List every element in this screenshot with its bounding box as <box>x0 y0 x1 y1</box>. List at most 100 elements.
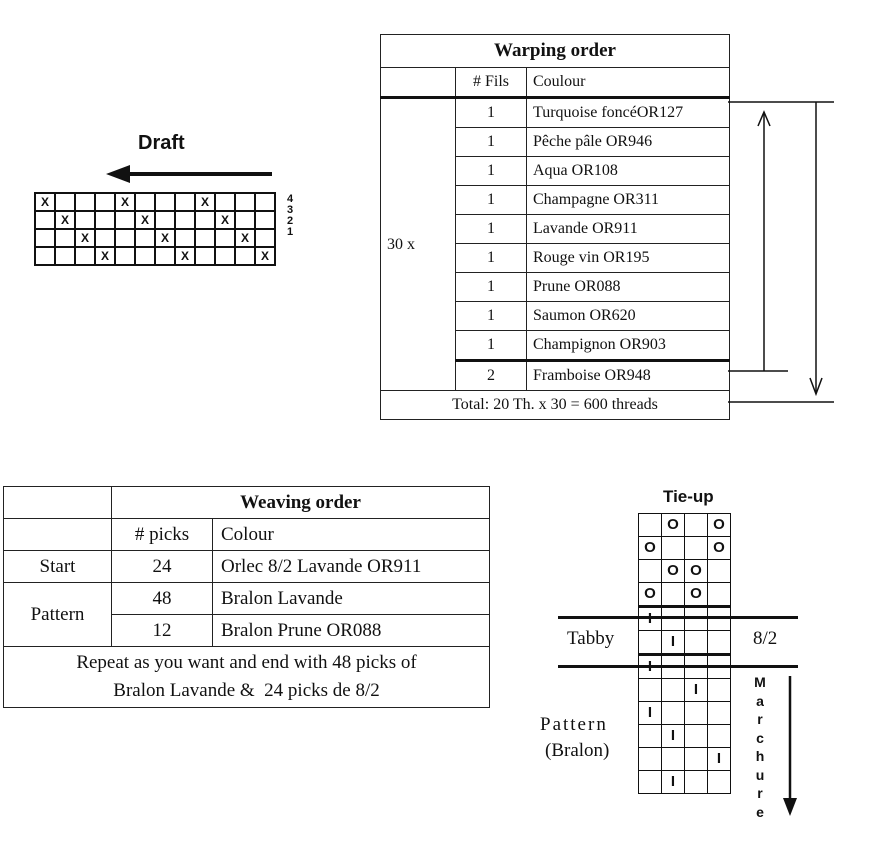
draft-cell: X <box>254 246 276 266</box>
draft-cell <box>214 192 236 212</box>
tieup-row: I <box>638 724 731 748</box>
repeat-count: 30 x <box>380 97 456 391</box>
tieup-cell <box>638 513 662 537</box>
draft-cell <box>194 210 216 230</box>
draft-cell: X <box>94 246 116 266</box>
tieup-cell <box>661 678 685 702</box>
tieup-cell <box>684 701 708 725</box>
draft-cell <box>154 246 176 266</box>
tieup-row: I <box>638 678 731 702</box>
tieup-cell <box>638 770 662 794</box>
pattern-yarn: (Bralon) <box>545 740 610 761</box>
warp-fils: 1 <box>455 330 527 362</box>
tieup-cell <box>638 724 662 748</box>
tieup-cell: O <box>684 559 708 583</box>
weaving-note-line: Repeat as you want and end with 48 picks… <box>76 652 417 673</box>
draft-cell <box>74 210 96 230</box>
warping-title: Warping order <box>380 34 730 68</box>
weaving-note-line: Bralon Lavande & 24 picks de 8/2 <box>113 680 380 701</box>
tieup-row: I <box>638 747 731 771</box>
draft-cell <box>194 246 216 266</box>
draft-cell <box>214 246 236 266</box>
draft-cell <box>214 228 236 248</box>
draft-cell <box>234 192 256 212</box>
draft-title: Draft <box>138 132 185 154</box>
shaft-number: 2 <box>287 215 294 227</box>
warp-fils: 1 <box>455 243 527 273</box>
weaving-order-table: Weaving order # picks Colour Start 24 Or… <box>3 486 490 708</box>
tieup-title: Tie-up <box>663 487 714 506</box>
tieup-cell <box>707 582 731 607</box>
tieup-cell <box>684 536 708 560</box>
tieup-cell <box>638 630 662 655</box>
tieup-cell <box>684 513 708 537</box>
warp-fils: 1 <box>455 214 527 244</box>
warp-fils: 1 <box>455 272 527 302</box>
pattern-label: Pattern <box>3 582 112 647</box>
weave-blank-cell <box>3 486 112 519</box>
draft-cell <box>194 228 216 248</box>
colour-header: Coulour <box>526 67 730 99</box>
draft-cell <box>54 246 76 266</box>
draft-cell <box>114 246 136 266</box>
warp-colour: Rouge vin OR195 <box>526 243 730 273</box>
tieup-cell <box>638 747 662 771</box>
tieup-row: I <box>638 701 731 725</box>
draft-cell <box>254 192 276 212</box>
marchure-letter: h <box>755 748 765 764</box>
tieup-cell: O <box>661 559 685 583</box>
draft-cell <box>74 192 96 212</box>
tieup-cell: O <box>661 513 685 537</box>
draft-cell <box>174 210 196 230</box>
picks-header: # picks <box>111 518 213 551</box>
warp-fils: 1 <box>455 185 527 215</box>
draft-shaft-numbers: 4 3 2 1 <box>287 194 293 238</box>
warp-fils: 1 <box>455 97 527 128</box>
tieup-cell: I <box>707 747 731 771</box>
draft-cell <box>134 246 156 266</box>
draft-cell <box>94 228 116 248</box>
draft-cell <box>34 246 56 266</box>
draft-cell <box>174 192 196 212</box>
tieup-cell <box>684 630 708 655</box>
warp-colour: Saumon OR620 <box>526 301 730 331</box>
draft-cell <box>54 228 76 248</box>
draft-cell <box>234 210 256 230</box>
draft-cell: X <box>134 210 156 230</box>
pattern-separator-line <box>558 665 798 668</box>
marchure-letter: r <box>757 711 763 727</box>
tieup-cell: O <box>707 536 731 560</box>
warp-colour: Aqua OR108 <box>526 156 730 186</box>
tieup-cell <box>661 701 685 725</box>
weaving-title: Weaving order <box>111 486 490 519</box>
tieup-cell <box>707 678 731 702</box>
warp-colour: Lavande OR911 <box>526 214 730 244</box>
draft-cell <box>254 210 276 230</box>
tieup-cell <box>638 559 662 583</box>
weave-blank-cell <box>3 518 112 551</box>
start-label: Start <box>3 550 112 583</box>
warp-fils: 1 <box>455 301 527 331</box>
tieup-cell: I <box>661 630 685 655</box>
shaft-number: 1 <box>287 226 294 238</box>
marchure-letter: a <box>756 692 764 709</box>
draft-direction-arrow-icon <box>106 165 272 183</box>
tieup-cell: O <box>707 513 731 537</box>
draft-cell: X <box>234 228 256 248</box>
shaft-number: 3 <box>287 204 294 216</box>
warp-colour: Champignon OR903 <box>526 330 730 362</box>
tieup-cell <box>684 770 708 794</box>
tieup-cell <box>707 770 731 794</box>
draft-cell <box>234 246 256 266</box>
draft-cell <box>114 228 136 248</box>
tabby-yarn: 8/2 <box>753 628 778 649</box>
draft-cell <box>154 210 176 230</box>
repeat-bracket-icon <box>728 101 834 403</box>
pattern-colour: Bralon Lavande <box>212 582 490 615</box>
